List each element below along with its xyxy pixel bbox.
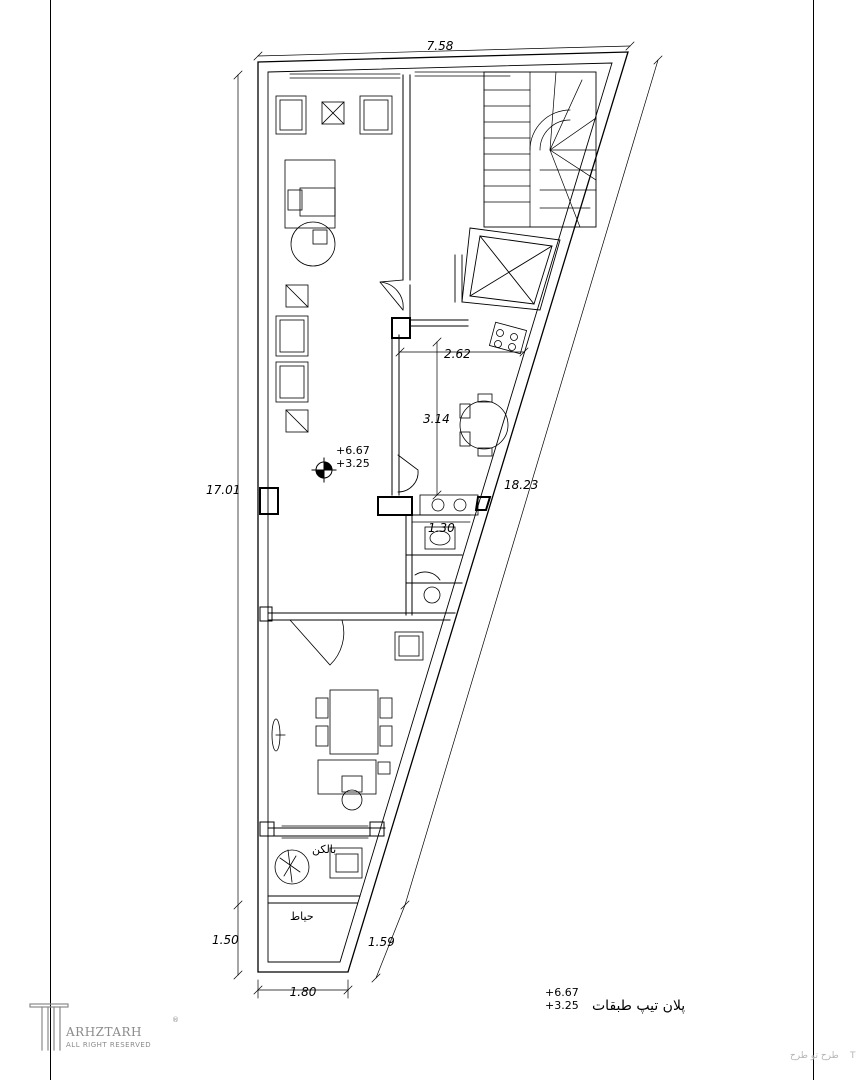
dim-service-width: 1.30 (428, 521, 455, 535)
balcony-furniture (274, 847, 363, 885)
logo-registered: ® (172, 1016, 180, 1024)
columns (259, 317, 492, 837)
logo-name: ARHZTARH (65, 1025, 142, 1039)
dim-bottom-left-height: 1.50 (212, 933, 239, 947)
room-label-courtyard: حیاط (290, 910, 314, 923)
title-level-lower: +3.25 (545, 999, 579, 1012)
elevator-shaft (454, 227, 561, 311)
staircase (483, 71, 597, 228)
dim-kitchen-width: 2.62 (444, 347, 471, 361)
lower-room-furniture (271, 631, 424, 839)
top-windows (289, 71, 511, 79)
interior-walls (267, 74, 471, 904)
dim-diagonal-length: 18.23 (504, 478, 538, 492)
drawing-title: پلان تیپ طبقات (592, 998, 685, 1014)
level-marker-symbol (311, 457, 337, 483)
watermark-text: طرح تو طرح (790, 1051, 839, 1061)
level-marker-lower: +3.25 (336, 457, 370, 470)
dim-left-height: 17.01 (206, 483, 240, 497)
outer-walls (257, 51, 629, 973)
kitchen-fixtures (419, 321, 528, 604)
logo-mark (29, 1003, 69, 1051)
watermark-icon: T (849, 1051, 856, 1061)
title-level-upper: +6.67 (545, 986, 579, 999)
dim-diagonal-bottom: 1.59 (368, 935, 395, 949)
logo-tagline: ALL RIGHT RESERVED (66, 1041, 151, 1049)
sheet-frame (50, 0, 814, 1080)
level-marker-upper: +6.67 (336, 444, 370, 457)
doors (289, 279, 441, 666)
room-label-balcony: بالکن (312, 843, 336, 856)
office-furniture (275, 95, 393, 433)
dimension-lines (233, 41, 663, 999)
dim-kitchen-depth: 3.14 (423, 412, 450, 426)
dim-bottom-width: 1.80 (290, 985, 317, 999)
dim-top-width: 7.58 (427, 39, 454, 53)
